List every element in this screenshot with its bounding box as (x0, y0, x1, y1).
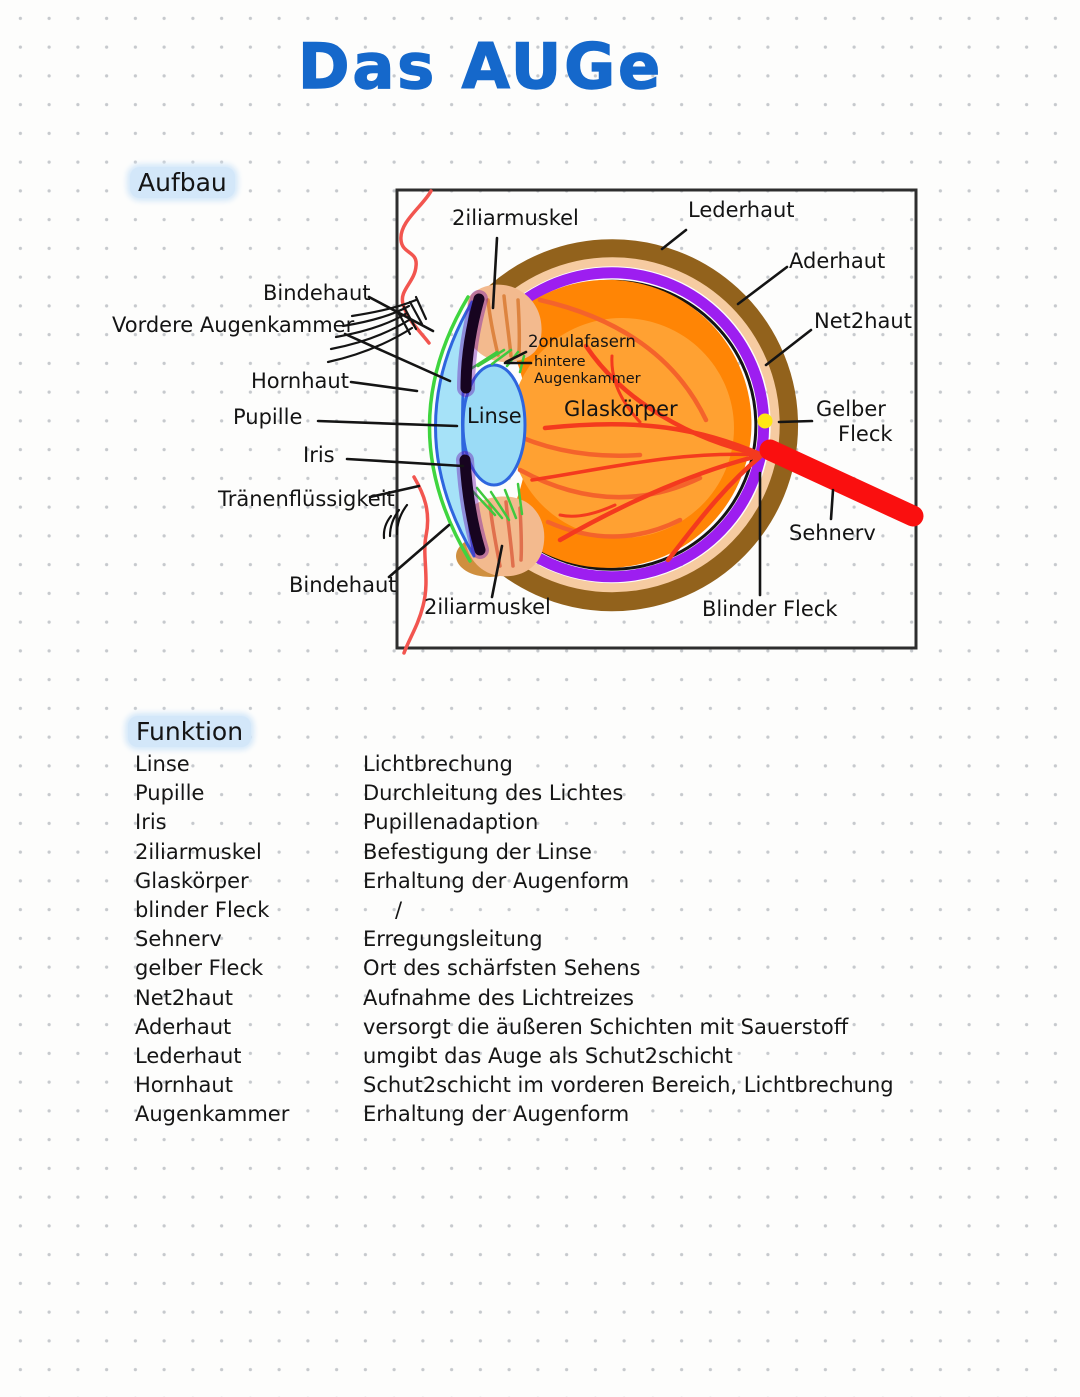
diagram-frame (395, 188, 918, 650)
table-row: Sehnerv Erregungsleitung (135, 927, 965, 956)
table-row: Pupille Durchleitung des Lichtes (135, 781, 965, 810)
term: Sehnerv (135, 927, 222, 952)
function: Erhaltung der Augenform (363, 868, 630, 893)
label-iris: Iris (303, 443, 335, 467)
term: Linse (135, 752, 190, 776)
term: Aderhaut (135, 1014, 232, 1039)
label-blinder-fleck: Blinder Fleck (702, 597, 838, 621)
funktion-table: Linse Lichtbrechung Pupille Durchleitung d… (135, 752, 965, 1131)
label-netzhaut: Net2haut (814, 309, 912, 333)
function: umgibt das Auge als Schut2schicht (363, 1043, 733, 1068)
label-zonulafasern: 2onulafasern (528, 332, 636, 351)
page-title: Das AUGe (297, 29, 664, 104)
table-row: gelber Fleck Ort des schärfsten Sehens (135, 956, 965, 985)
term: gelber Fleck (135, 956, 264, 981)
blood-vessels (530, 343, 765, 563)
function: Pupillenadaption (363, 810, 539, 835)
function: versorgt die äußeren Schichten mit Sauer… (363, 1014, 849, 1039)
iris-shape (456, 290, 489, 559)
peach-band-layer (484, 257, 780, 593)
function: Aufnahme des Lichtreizes (363, 985, 634, 1010)
table-row: Lederhaut umgibt das Auge als Schut2schic… (135, 1044, 965, 1073)
function: Erhaltung der Augenform (363, 1102, 630, 1127)
label-aderhaut: Aderhaut (789, 249, 886, 273)
upper-eyelash-fan (326, 295, 428, 364)
function: Erregungsleitung (363, 927, 543, 952)
label-bindehaut-top: Bindehaut (263, 281, 371, 305)
label-ziliarmuskel-top: 2iliarmuskel (452, 206, 579, 230)
function: Schut2schicht im vorderen Bereich, Licht… (363, 1073, 894, 1098)
table-row: 2iliarmuskel Befestigung der Linse (135, 840, 965, 869)
term: 2iliarmuskel (135, 839, 262, 864)
table-row: Hornhaut Schut2schicht im vorderen Bereic… (135, 1073, 965, 1102)
linse-shape (461, 363, 527, 487)
lower-eyelash-marks (382, 503, 409, 540)
function: Ort des schärfsten Sehens (363, 956, 641, 981)
function: Durchleitung des Lichtes (363, 781, 624, 806)
table-row: Iris Pupillenadaption (135, 810, 965, 839)
label-vordere-augenkammer: Vordere Augenkammer (112, 313, 355, 337)
term: Net2haut (135, 985, 233, 1010)
table-row: Augenkammer Erhaltung der Augenform (135, 1102, 965, 1131)
label-linse: Linse (467, 404, 522, 428)
function: Befestigung der Linse (363, 839, 592, 864)
table-row: Net2haut Aufnahme des Lichtreizes (135, 986, 965, 1015)
aufbau-heading: Aufbau (130, 167, 235, 198)
label-bindehaut-bottom: Bindehaut (289, 573, 397, 597)
term: Pupille (135, 781, 205, 806)
term: Glaskörper (135, 868, 249, 893)
label-sehnerv: Sehnerv (789, 521, 876, 545)
term: Hornhaut (135, 1073, 233, 1098)
label-traenenfluessigkeit: Tränenflüssigkeit (218, 487, 395, 511)
label-hornhaut: Hornhaut (251, 369, 349, 393)
term: blinder Fleck (135, 897, 270, 922)
table-row: blinder Fleck / (135, 898, 965, 927)
label-pupille: Pupille (233, 405, 303, 429)
table-row: Linse Lichtbrechung (135, 752, 965, 781)
label-glaskoerper: Glaskörper (564, 397, 678, 421)
gelber-fleck-dot (757, 413, 773, 429)
label-ziliarmuskel-bottom: 2iliarmuskel (424, 595, 551, 619)
table-row: Aderhaut versorgt die äußeren Schichten m… (135, 1015, 965, 1044)
label-leader-lines (316, 228, 835, 599)
function: Lichtbrechung (363, 752, 513, 776)
label-lederhaut: Lederhaut (688, 198, 795, 222)
term: Lederhaut (135, 1043, 242, 1068)
glaskoerper-body (500, 279, 773, 568)
term: Iris (135, 810, 167, 835)
vitreous-swirls (502, 297, 709, 539)
table-row: Glaskörper Erhaltung der Augenform (135, 869, 965, 898)
function: / (395, 897, 403, 922)
sehnerv-band (759, 439, 924, 527)
ziliarmuskel-shapes (456, 284, 545, 577)
funktion-heading: Funktion (128, 716, 252, 747)
eyelid-sketch (399, 189, 433, 655)
term: Augenkammer (135, 1102, 290, 1127)
